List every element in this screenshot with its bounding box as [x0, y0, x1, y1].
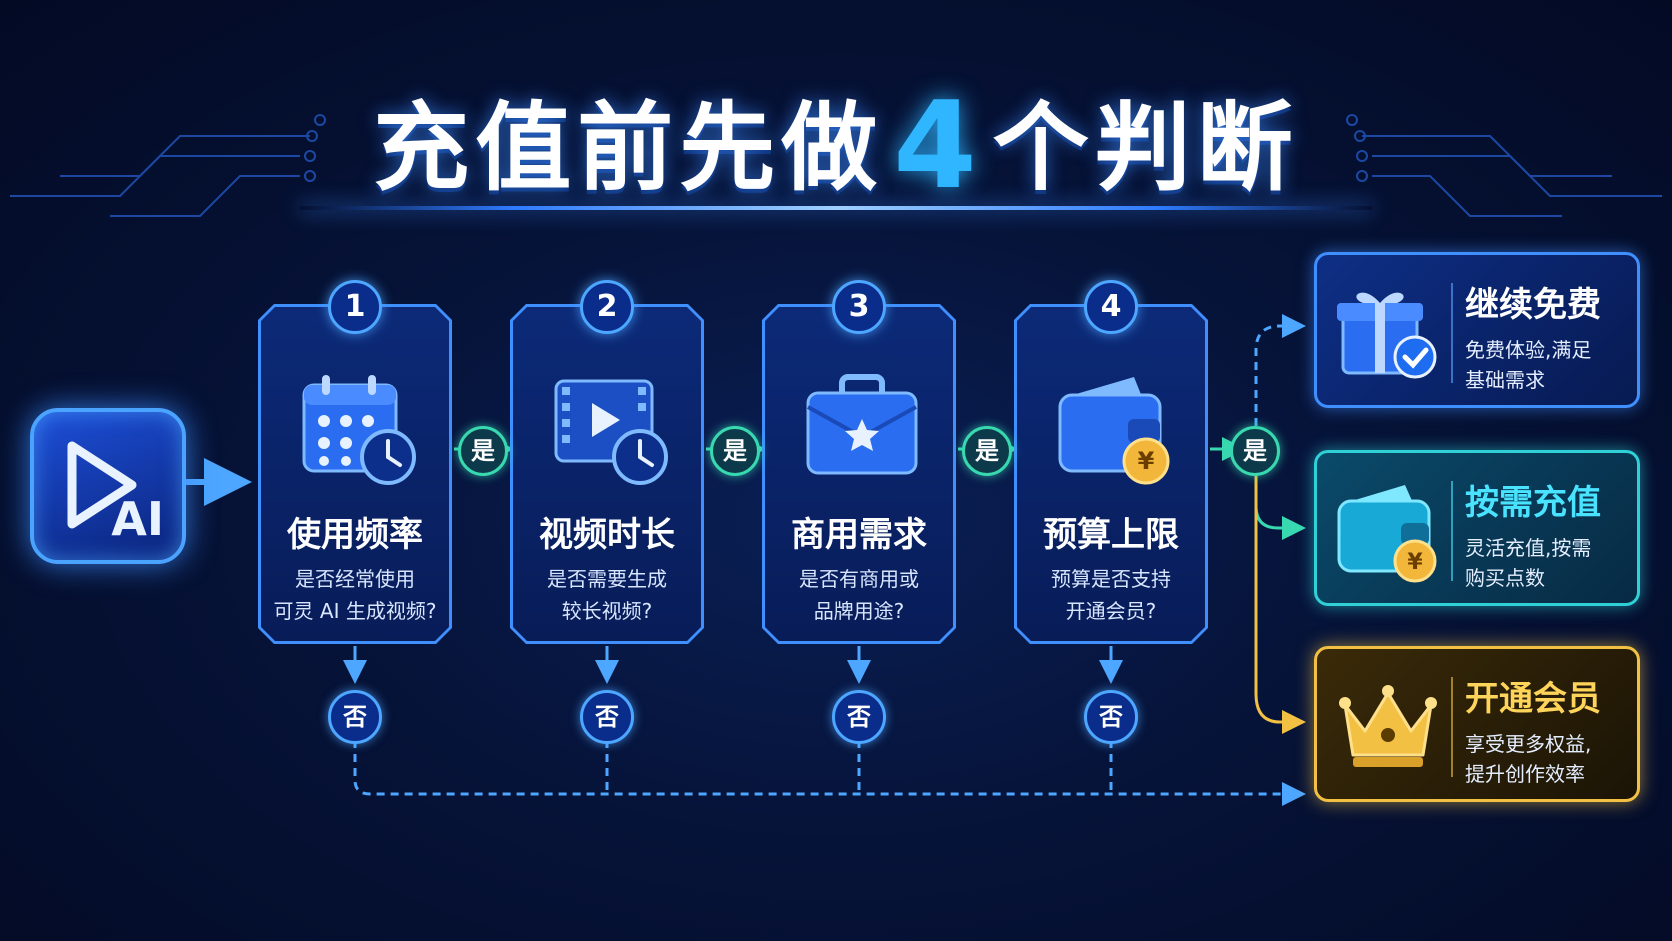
outcome-divider — [1451, 481, 1453, 581]
title-suffix: 个判断 — [992, 92, 1299, 204]
wallet-yen-icon: ¥ — [1337, 485, 1437, 583]
step-title: 商用需求 — [791, 515, 927, 555]
step-desc-line: 是否需要生成 — [547, 567, 667, 591]
outcome-divider — [1451, 677, 1453, 777]
step-number-badge: 3 — [832, 280, 886, 334]
step-desc-line: 预算是否支持 — [1051, 567, 1171, 591]
outcome-desc-line: 灵活充值,按需 — [1465, 536, 1592, 560]
step-card-commercial: 商用需求 是否有商用或 品牌用途? — [762, 304, 956, 644]
crown-icon — [1339, 685, 1437, 767]
wallet-yen-icon: ¥ — [1058, 377, 1170, 485]
title-underline-glow — [300, 206, 1372, 210]
video-clock-icon — [554, 379, 668, 485]
outcome-desc: 免费体验,满足 基础需求 — [1465, 335, 1635, 395]
no-badge: 否 — [580, 690, 634, 744]
outcome-desc-line: 购买点数 — [1465, 566, 1545, 590]
outcome-desc-line: 享受更多权益, — [1465, 732, 1592, 756]
step-desc-line: 可灵 AI 生成视频? — [273, 599, 437, 623]
yes-badge: 是 — [1230, 426, 1280, 476]
step-title: 视频时长 — [539, 515, 675, 555]
yes-badge: 是 — [710, 426, 760, 476]
step-desc: 是否经常使用 可灵 AI 生成视频? — [261, 563, 449, 627]
no-badge: 否 — [328, 690, 382, 744]
no-badge: 否 — [1084, 690, 1138, 744]
step-desc-line: 品牌用途? — [813, 599, 905, 623]
outcome-divider — [1451, 283, 1453, 383]
gift-check-icon — [1337, 292, 1437, 379]
svg-text:¥: ¥ — [1407, 550, 1423, 575]
no-badge: 否 — [832, 690, 886, 744]
outcome-desc: 享受更多权益, 提升创作效率 — [1465, 729, 1635, 789]
yes-badge: 是 — [962, 426, 1012, 476]
outcome-title: 继续免费 — [1465, 285, 1601, 325]
outcome-desc-line: 免费体验,满足 — [1465, 338, 1592, 362]
step-card-duration: 视频时长 是否需要生成 较长视频? — [510, 304, 704, 644]
outcome-desc: 灵活充值,按需 购买点数 — [1465, 533, 1635, 593]
step-desc: 是否需要生成 较长视频? — [513, 563, 701, 627]
yes-badge: 是 — [458, 426, 508, 476]
step-card-frequency: 使用频率 是否经常使用 可灵 AI 生成视频? — [258, 304, 452, 644]
step-desc-line: 是否经常使用 — [295, 567, 415, 591]
step-desc-line: 较长视频? — [561, 599, 653, 623]
outcome-card-vip: 开通会员 享受更多权益, 提升创作效率 — [1314, 646, 1640, 802]
outcome-desc-line: 提升创作效率 — [1465, 762, 1585, 786]
step-desc-line: 是否有商用或 — [799, 567, 919, 591]
title-prefix: 充值前先做 — [373, 92, 884, 204]
step-title: 使用频率 — [287, 515, 423, 555]
outcome-desc-line: 基础需求 — [1465, 368, 1545, 392]
step-title: 预算上限 — [1043, 515, 1179, 555]
step-desc: 预算是否支持 开通会员? — [1017, 563, 1205, 627]
outcome-title: 开通会员 — [1465, 679, 1601, 719]
step-desc: 是否有商用或 品牌用途? — [765, 563, 953, 627]
ai-logo: AI — [30, 408, 186, 564]
title-number: 4 — [893, 77, 983, 216]
step-number-badge: 2 — [580, 280, 634, 334]
step-number-badge: 4 — [1084, 280, 1138, 334]
step-number-badge: 1 — [328, 280, 382, 334]
ai-logo-text: AI — [111, 492, 164, 546]
step-desc-line: 开通会员? — [1065, 599, 1157, 623]
svg-text:¥: ¥ — [1138, 447, 1155, 475]
briefcase-star-icon — [806, 374, 918, 475]
outcome-card-pay: ¥ 按需充值 灵活充值,按需 购买点数 — [1314, 450, 1640, 606]
outcome-title: 按需充值 — [1465, 483, 1601, 523]
calendar-clock-icon — [302, 375, 416, 485]
play-icon — [67, 441, 137, 529]
step-card-budget: ¥ 预算上限 预算是否支持 开通会员? — [1014, 304, 1208, 644]
outcome-card-free: 继续免费 免费体验,满足 基础需求 — [1314, 252, 1640, 408]
